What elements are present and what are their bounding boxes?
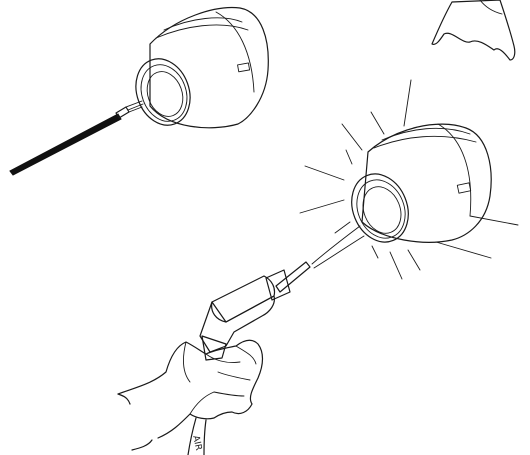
hose-label: AIR xyxy=(190,435,203,452)
air-hose: AIR xyxy=(188,418,206,455)
air-burst-lines xyxy=(300,80,518,279)
cleaning-cloth xyxy=(432,0,515,60)
air-blower-gun xyxy=(200,262,310,360)
hand xyxy=(118,340,263,450)
air-stream xyxy=(312,226,364,268)
lens-hood-top xyxy=(127,8,268,133)
lens-brush xyxy=(10,101,143,175)
lens-hood-bottom xyxy=(342,124,491,251)
